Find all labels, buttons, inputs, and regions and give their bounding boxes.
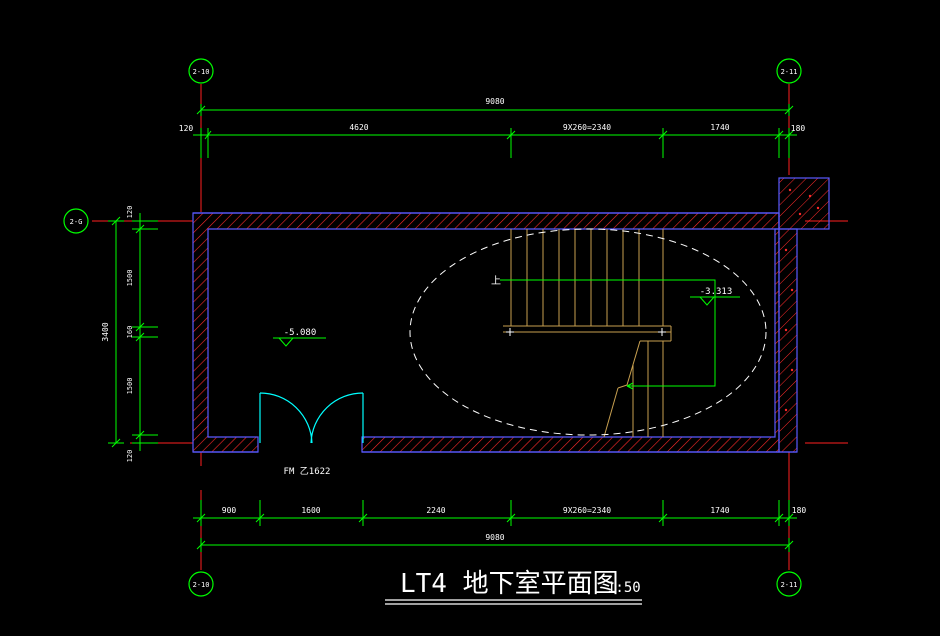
axis-bubble-bottom-right: 2-11 <box>776 571 802 597</box>
axis-bubble-left: 2-G <box>63 208 89 234</box>
dashed-ellipse <box>409 228 767 436</box>
dimensions-top <box>193 104 797 158</box>
axis-label: 2-10 <box>193 68 210 76</box>
dim-bottom-overall: 9080 <box>485 533 504 542</box>
dim-bottom-seg3: 2240 <box>426 506 445 515</box>
dim-top-overall: 9080 <box>485 97 504 106</box>
dim-left-seg2: 160 <box>126 326 134 339</box>
axis-label: 2-11 <box>781 581 798 589</box>
dim-left-seg1: 1500 <box>126 270 134 287</box>
drawing-title: LT4 地下室平面图 <box>400 569 619 599</box>
dim-left-overall: 3400 <box>101 322 110 341</box>
dim-bottom-seg1: 900 <box>222 506 237 515</box>
drawing-scale: 1:50 <box>607 580 641 596</box>
stair-up-label: 上 <box>491 275 501 287</box>
dim-bottom-right-offset: 180 <box>792 506 807 515</box>
level-marker-room <box>273 337 326 347</box>
stair-crosses <box>506 328 666 336</box>
level-landing-text: -3.313 <box>700 287 733 297</box>
dim-top-right-offset: 180 <box>791 124 806 133</box>
axis-label: 2-G <box>70 218 83 226</box>
axis-bubble-top-right: 2-11 <box>776 58 802 84</box>
stair <box>503 229 672 438</box>
axis-bubble-bottom-left: 2-10 <box>188 571 214 597</box>
stair-walk-line <box>500 279 716 390</box>
axis-label: 2-10 <box>193 581 210 589</box>
dim-left-top: 120 <box>126 206 134 219</box>
walls <box>192 177 830 453</box>
dim-top-seg2: 9X260=2340 <box>563 123 611 132</box>
dim-top-left-offset: 120 <box>179 124 194 133</box>
dimensions-bottom <box>193 500 797 552</box>
dim-left-seg3: 1500 <box>126 378 134 395</box>
dim-top-seg3: 1740 <box>710 123 729 132</box>
dimensions-left <box>108 213 158 451</box>
door-label: FM 乙1622 <box>284 466 331 477</box>
axis-bubble-top-left: 2-10 <box>188 58 214 84</box>
level-room-text: -5.080 <box>284 328 317 338</box>
dim-left-bottom: 120 <box>126 450 134 463</box>
double-door <box>259 392 364 444</box>
dim-bottom-seg5: 1740 <box>710 506 729 515</box>
dim-top-seg1: 4620 <box>349 123 368 132</box>
dim-bottom-seg2: 1600 <box>301 506 320 515</box>
level-marker-landing <box>690 296 740 306</box>
dim-bottom-seg4: 9X260=2340 <box>563 506 611 515</box>
axis-label: 2-11 <box>781 68 798 76</box>
